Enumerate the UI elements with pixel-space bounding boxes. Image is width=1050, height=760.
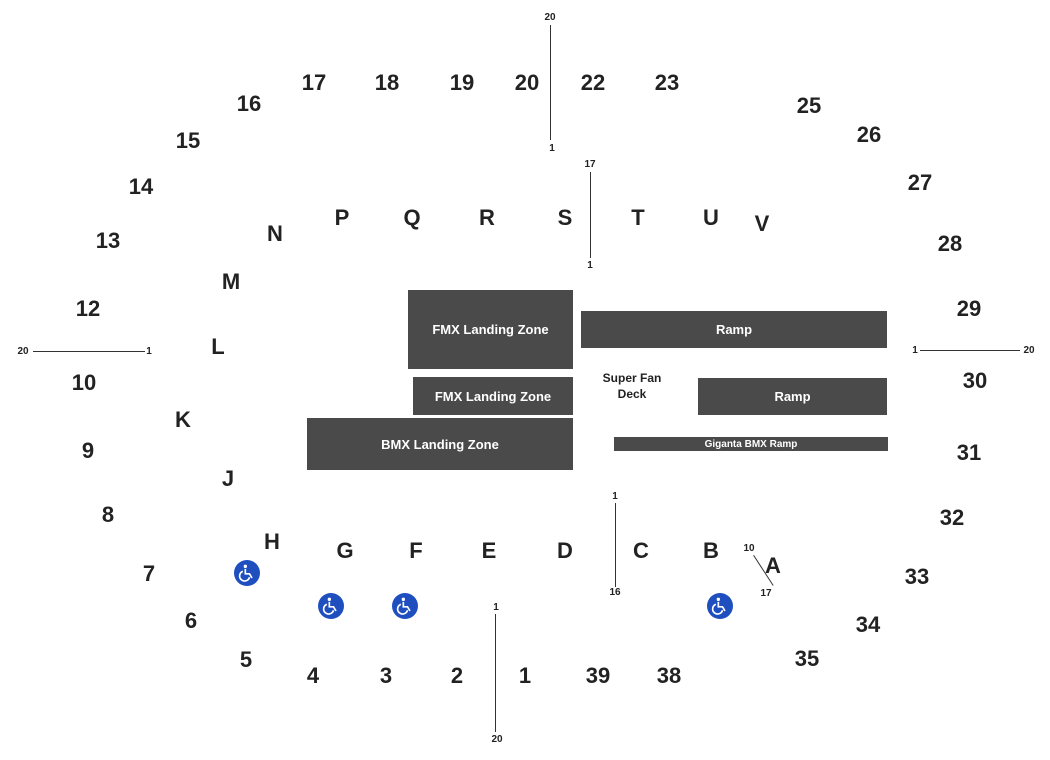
section-38[interactable]: 38	[656, 663, 682, 688]
section-31[interactable]: 31	[956, 440, 982, 465]
wheelchair-icon	[707, 593, 733, 619]
row-line-d	[615, 503, 616, 587]
super-fan-deck-line-1: Super Fan	[602, 371, 662, 385]
section-35[interactable]: 35	[794, 646, 820, 671]
row-marker-s-start: 17	[584, 159, 596, 170]
row-marker-bottom-end: 20	[491, 734, 503, 745]
section-s[interactable]: S	[557, 205, 573, 230]
section-19[interactable]: 19	[449, 70, 475, 95]
section-23[interactable]: 23	[654, 70, 680, 95]
section-h[interactable]: H	[264, 529, 280, 554]
section-l[interactable]: L	[211, 334, 225, 359]
section-p[interactable]: P	[334, 205, 350, 230]
section-16[interactable]: 16	[236, 91, 262, 116]
super-fan-deck[interactable]: Super Fan Deck	[603, 370, 662, 402]
section-17[interactable]: 17	[301, 70, 327, 95]
section-29[interactable]: 29	[956, 296, 982, 321]
section-8[interactable]: 8	[101, 502, 115, 527]
row-line-left	[33, 351, 145, 352]
section-q[interactable]: Q	[403, 205, 421, 230]
section-t[interactable]: T	[631, 205, 645, 230]
section-27[interactable]: 27	[907, 170, 933, 195]
section-e[interactable]: E	[481, 538, 497, 563]
wheelchair-icon	[392, 593, 418, 619]
row-marker-bottom-start: 1	[493, 602, 499, 613]
fmx-landing-zone-top: FMX Landing Zone	[408, 290, 573, 369]
section-6[interactable]: 6	[184, 608, 198, 633]
super-fan-deck-line-2: Deck	[617, 387, 647, 401]
ramp-bottom: Ramp	[698, 378, 887, 415]
section-34[interactable]: 34	[855, 612, 881, 637]
row-marker-d-start: 1	[612, 491, 618, 502]
section-10[interactable]: 10	[71, 370, 97, 395]
section-4[interactable]: 4	[306, 663, 320, 688]
section-r[interactable]: R	[479, 205, 495, 230]
ramp-top: Ramp	[581, 311, 887, 348]
row-line-s	[590, 172, 591, 258]
section-1[interactable]: 1	[518, 663, 532, 688]
row-marker-top-start: 20	[544, 12, 556, 23]
section-30[interactable]: 30	[962, 368, 988, 393]
section-25[interactable]: 25	[796, 93, 822, 118]
section-3[interactable]: 3	[379, 663, 393, 688]
section-39[interactable]: 39	[585, 663, 611, 688]
section-d[interactable]: D	[557, 538, 573, 563]
section-32[interactable]: 32	[939, 505, 965, 530]
row-marker-left-end: 1	[146, 346, 152, 357]
fmx-landing-zone-bottom: FMX Landing Zone	[413, 377, 573, 415]
row-line-bottom	[495, 614, 496, 732]
section-20[interactable]: 20	[514, 70, 540, 95]
section-b[interactable]: B	[703, 538, 719, 563]
row-marker-left-start: 20	[17, 346, 29, 357]
section-g[interactable]: G	[336, 538, 354, 563]
section-12[interactable]: 12	[75, 296, 101, 321]
section-2[interactable]: 2	[450, 663, 464, 688]
row-marker-top-end: 1	[549, 143, 555, 154]
row-marker-d-end: 16	[609, 587, 621, 598]
section-22[interactable]: 22	[580, 70, 606, 95]
giganta-bmx-ramp: Giganta BMX Ramp	[614, 437, 888, 451]
section-u[interactable]: U	[703, 205, 719, 230]
section-n[interactable]: N	[267, 221, 283, 246]
wheelchair-icon	[234, 560, 260, 586]
row-marker-a-start: 10	[743, 543, 755, 554]
section-f[interactable]: F	[409, 538, 423, 563]
section-v[interactable]: V	[754, 211, 770, 236]
section-k[interactable]: K	[175, 407, 191, 432]
section-9[interactable]: 9	[81, 438, 95, 463]
section-26[interactable]: 26	[856, 122, 882, 147]
section-j[interactable]: J	[221, 466, 235, 491]
section-c[interactable]: C	[633, 538, 649, 563]
row-marker-a-end: 17	[760, 588, 772, 599]
section-18[interactable]: 18	[374, 70, 400, 95]
row-marker-right-start: 1	[912, 345, 918, 356]
bmx-landing-zone: BMX Landing Zone	[307, 418, 573, 470]
section-15[interactable]: 15	[175, 128, 201, 153]
section-13[interactable]: 13	[95, 228, 121, 253]
row-marker-right-end: 20	[1023, 345, 1035, 356]
section-7[interactable]: 7	[142, 561, 156, 586]
section-33[interactable]: 33	[904, 564, 930, 589]
section-28[interactable]: 28	[937, 231, 963, 256]
row-line-top	[550, 25, 551, 140]
row-marker-s-end: 1	[587, 260, 593, 271]
row-line-right	[920, 350, 1020, 351]
section-a[interactable]: A	[765, 553, 781, 578]
wheelchair-icon	[318, 593, 344, 619]
section-5[interactable]: 5	[239, 647, 253, 672]
section-14[interactable]: 14	[128, 174, 154, 199]
section-m[interactable]: M	[221, 269, 241, 294]
